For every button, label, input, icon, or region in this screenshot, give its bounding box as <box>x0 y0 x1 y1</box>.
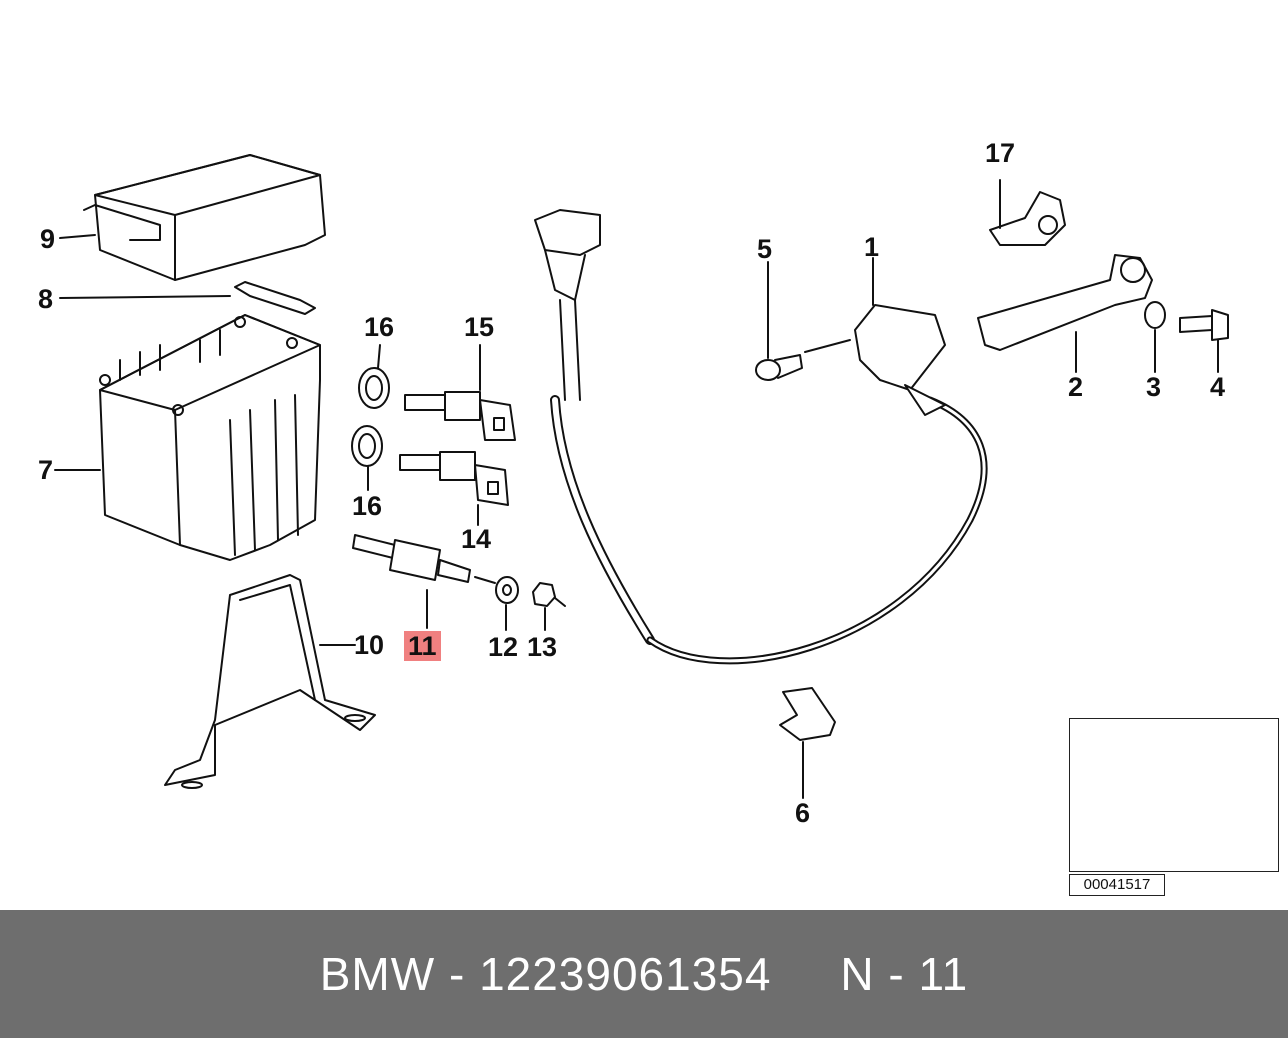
callout-14: 14 <box>461 524 492 554</box>
part-15-sensor-drawing <box>404 344 516 441</box>
callout-13: 13 <box>527 632 558 662</box>
part-8-gasket-drawing <box>59 281 316 315</box>
part-11-sensor-drawing <box>352 534 496 629</box>
callout-4: 4 <box>1210 372 1226 402</box>
part-1-cable-drawing <box>534 209 988 665</box>
callout-2: 2 <box>1068 372 1084 402</box>
part-6-clip-drawing <box>779 687 836 799</box>
part-7-housing-drawing <box>54 314 321 561</box>
callout-6: 6 <box>795 798 811 828</box>
callout-16-bottom: 16 <box>352 491 383 521</box>
part-14-sensor-drawing <box>399 451 509 526</box>
callout-11-highlighted: 11 <box>404 631 441 661</box>
parts-diagram <box>54 154 1276 867</box>
part-5-screw-drawing <box>755 261 803 381</box>
callout-12: 12 <box>488 632 519 662</box>
part-9-cover-drawing <box>59 154 326 281</box>
footer-separator: - <box>435 948 480 1000</box>
part-16-rings-drawing <box>351 344 390 491</box>
callout-5: 5 <box>757 234 773 264</box>
exploded-view-drawing <box>54 154 1276 867</box>
part-number-footer: BMW - 12239061354 N - 11 <box>0 910 1288 1038</box>
footer-gap <box>771 948 840 1000</box>
part-1-sensor-drawing <box>804 257 946 416</box>
footer-position-label: N - 11 <box>840 948 969 1000</box>
callout-8: 8 <box>38 284 54 314</box>
footer-text: BMW - 12239061354 N - 11 <box>320 947 969 1001</box>
footer-part-number: 12239061354 <box>479 948 772 1000</box>
diagram-code: 00041517 <box>1069 874 1165 896</box>
part-2-bracket-drawing <box>977 254 1153 373</box>
callout-1: 1 <box>864 232 880 262</box>
callout-17: 17 <box>985 138 1016 168</box>
footer-brand: BMW <box>319 948 436 1000</box>
part-17-clip-drawing <box>989 179 1066 246</box>
part-10-bracket-drawing <box>164 574 376 789</box>
vehicle-thumbnail <box>1069 718 1279 872</box>
callout-7: 7 <box>38 455 54 485</box>
part-12-13-washer-nut-drawing <box>495 576 566 631</box>
part-3-4-washer-bolt-drawing <box>1144 301 1229 373</box>
callout-16-top: 16 <box>364 312 395 342</box>
callout-10: 10 <box>354 630 385 660</box>
callout-15: 15 <box>464 312 495 342</box>
callout-3: 3 <box>1146 372 1162 402</box>
callout-9: 9 <box>40 224 56 254</box>
